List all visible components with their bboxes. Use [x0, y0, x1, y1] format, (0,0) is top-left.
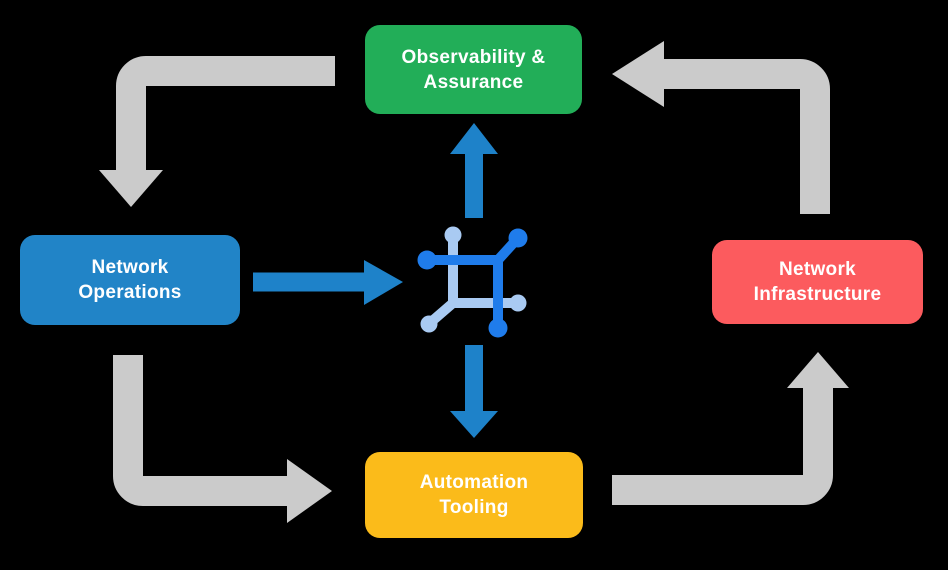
box-observability-label: Observability & Assurance: [401, 46, 546, 93]
box-observability-assurance: Observability & Assurance: [365, 25, 582, 114]
arrow-icon-to-observability: [450, 123, 498, 218]
box-network-infrastructure: Network Infrastructure: [712, 240, 923, 324]
arrow-operations-to-automation: [113, 355, 332, 523]
box-network-operations: Network Operations: [20, 235, 240, 325]
box-automation-tooling: Automation Tooling: [365, 452, 583, 538]
arrow-icon-to-automation: [450, 345, 498, 438]
arrow-automation-to-infrastructure: [612, 352, 849, 505]
box-operations-label: Network Operations: [78, 257, 182, 303]
arrow-infrastructure-to-observability: [612, 41, 830, 214]
network-fabric-icon: [417, 226, 528, 338]
box-infrastructure-label: Network Infrastructure: [753, 259, 882, 305]
arrow-operations-to-icon: [253, 260, 403, 305]
box-automation-label: Automation Tooling: [419, 472, 529, 518]
arrow-observability-to-operations: [99, 56, 335, 207]
